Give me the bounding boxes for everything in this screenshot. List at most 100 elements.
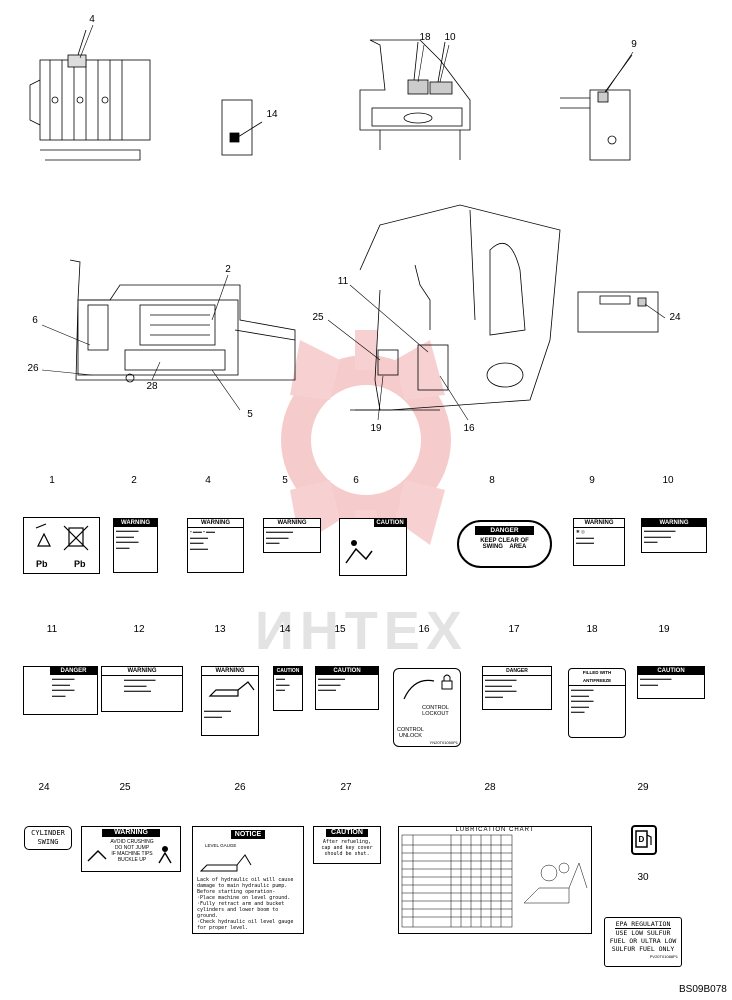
decal-8-danger: DANGER KEEP CLEAR OF SWING AREA	[457, 520, 552, 568]
decal-15-caution: CAUTION ▬▬▬▬▬▬▬▬▬▬▬▬▬▬▬	[315, 666, 379, 710]
decal-9-number: 9	[589, 475, 595, 486]
decal-17-header: DANGER	[483, 667, 551, 676]
decal-29-diesel: D	[631, 825, 657, 855]
callout-9: 9	[631, 39, 637, 50]
decal-14-header: CAUTION	[274, 667, 302, 675]
decal-4-number: 4	[205, 475, 211, 486]
callout-25: 25	[312, 312, 324, 323]
decal-1-number: 1	[49, 475, 55, 486]
decal-30-part: PV20T01088P1	[649, 954, 678, 959]
decal-18-header: FILLED WITH ANTIFREEZE	[569, 669, 625, 686]
decal-24-line1: CYLINDER	[31, 829, 65, 837]
callout-24: 24	[669, 312, 681, 323]
decal-19-number: 19	[658, 624, 670, 635]
decal-4-header: WARNING	[188, 519, 243, 528]
decal-1-recycle: Pb Pb	[23, 517, 100, 574]
decal-6-number: 6	[353, 475, 359, 486]
callout-18: 18	[419, 32, 431, 43]
decal-5-warning: WARNING ▬▬▬▬▬▬▬▬▬▬▬▬▬▬	[263, 518, 321, 553]
decal-30-line3: FUEL OR ULTRA LOW	[609, 937, 677, 945]
decal-12-body: ▬▬▬▬▬▬▬▬▬▬▬▬▬▬▬▬▬▬	[124, 677, 156, 693]
excavator-pinch-icon	[345, 540, 373, 564]
decal-11-header: DANGER	[50, 667, 97, 675]
decal-11-danger: DANGER ▬▬▬▬▬▬▬▬▬▬▬▬▬▬▬▬▬	[23, 666, 98, 715]
decal-26-notice: NOTICE LEVEL GAUGE Lack of hydraulic oil…	[192, 826, 304, 934]
decal-9-warning: WARNING ✱ ◎▬▬▬▬▬▬▬▬	[573, 518, 625, 566]
callout-10: 10	[444, 32, 456, 43]
decal-6-header: CAUTION	[374, 519, 406, 527]
tipping-operator-icon	[87, 850, 107, 862]
swing-cylinder-panel-drawing	[577, 291, 659, 333]
decal-25-header: WARNING	[102, 829, 160, 837]
decal-11-number: 11	[46, 624, 58, 635]
decal-28-number: 28	[484, 782, 496, 793]
decal-13-warning: WARNING ▬▬▬▬▬▬▬▬▬▬	[201, 666, 259, 736]
decal-28-lubrication-chart: LUBRICATION CHART	[398, 826, 592, 934]
control-valve-drawing	[29, 29, 151, 161]
decal-18-number: 18	[586, 624, 598, 635]
unlock-label: CONTROL UNLOCK	[397, 727, 424, 739]
decal-18-antifreeze: FILLED WITH ANTIFREEZE ▬▬▬▬▬▬▬▬▬▬▬▬▬▬▬▬▬…	[568, 668, 626, 738]
decal-2-number: 2	[131, 475, 137, 486]
decal-18-body: ▬▬▬▬▬▬▬▬▬▬▬▬▬▬▬▬▬▬▬▬▬	[571, 687, 594, 714]
decal-10-body: ▬▬▬▬▬▬▬▬▬▬▬▬▬▬▬▬	[644, 528, 676, 544]
callout-5: 5	[247, 409, 253, 420]
decal-8-number: 8	[489, 475, 495, 486]
decal-25-warning: WARNING AVOID CRUSHING DO NOT JUMP IF MA…	[81, 826, 181, 872]
callout-2: 2	[225, 264, 231, 275]
decal-2-header: WARNING	[114, 519, 157, 527]
decal-14-body: ▬▬▬▬▬▬▬	[276, 676, 290, 692]
decal-19-caution: CAUTION ▬▬▬▬▬▬▬▬▬▬▬	[637, 666, 705, 699]
decal-15-header: CAUTION	[316, 667, 378, 675]
decal-14-caution: CAUTION ▬▬▬▬▬▬▬	[273, 666, 303, 711]
callout-4: 4	[89, 14, 95, 25]
lubrication-grid	[401, 834, 588, 928]
decal-4-warning: WARNING ▪ ▬▬ ▪ ▬▬▬▬▬▬▬▬▬▬▬▬▬	[187, 518, 244, 573]
decal-15-body: ▬▬▬▬▬▬▬▬▬▬▬▬▬▬▬	[318, 676, 345, 692]
engine-cover-drawing	[560, 54, 633, 161]
excavator-tipping-icon	[208, 681, 255, 697]
callout-16: 16	[463, 423, 475, 434]
decal-24-line2: SWING	[37, 838, 59, 846]
decal-16-number: 16	[418, 624, 430, 635]
engine-hood-drawing	[359, 39, 471, 160]
callout-19: 19	[370, 423, 382, 434]
fuel-pump-icon: D	[635, 830, 652, 848]
decal-13-header: WARNING	[202, 667, 258, 676]
operator-cab-drawing	[350, 204, 561, 411]
svg-text:D: D	[639, 835, 645, 844]
decal-25-line1: AVOID CRUSHING	[110, 839, 154, 845]
decal-19-header: CAUTION	[638, 667, 704, 675]
callout-11: 11	[337, 276, 349, 287]
decal-30-line2: USE LOW SULFUR	[615, 929, 671, 937]
decal-5-body: ▬▬▬▬▬▬▬▬▬▬▬▬▬▬	[266, 529, 293, 545]
decal-30-epa: EPA REGULATION USE LOW SULFUR FUEL OR UL…	[604, 917, 682, 967]
decal-5-header: WARNING	[264, 519, 320, 528]
pb-left-label: Pb	[36, 559, 48, 569]
decal-24-swing-cylinder: CYLINDER SWING	[24, 826, 72, 850]
decal-6-caution: CAUTION	[339, 518, 407, 576]
callout-28: 28	[146, 381, 158, 392]
watermark-text: ИНТЕХ	[255, 601, 468, 661]
decal-25-number: 25	[119, 782, 131, 793]
callout-26: 26	[27, 363, 39, 374]
decal-17-number: 17	[508, 624, 520, 635]
decal-12-header: WARNING	[102, 667, 182, 676]
decal-9-header: WARNING	[574, 519, 624, 528]
decal-25-line4: BUCKLE UP	[117, 857, 147, 863]
decal-8-line1: KEEP CLEAR OF	[480, 538, 529, 544]
decal-16-part: YN20T01050P1	[429, 740, 458, 745]
decal-2-warning: WARNING ▬▬▬▬▬▬▬▬▬▬▬▬▬▬▬▬▬	[113, 518, 158, 573]
decal-13-number: 13	[214, 624, 226, 635]
decal-24-number: 24	[38, 782, 50, 793]
decal-26-gauge: LEVEL GAUGE	[205, 843, 237, 848]
decal-30-line4: SULFUR FUEL ONLY	[611, 945, 675, 953]
decal-17-body: ▬▬▬▬▬▬▬▬▬▬▬▬▬▬▬▬▬▬▬▬▬▬▬▬	[485, 677, 517, 699]
decal-26-number: 26	[234, 782, 246, 793]
decal-26-text: Lack of hydraulic oil will cause damage …	[197, 877, 294, 931]
decal-14-number: 14	[279, 624, 291, 635]
decal-27-number: 27	[340, 782, 352, 793]
lockout-label: CONTROL LOCKOUT	[422, 705, 449, 717]
